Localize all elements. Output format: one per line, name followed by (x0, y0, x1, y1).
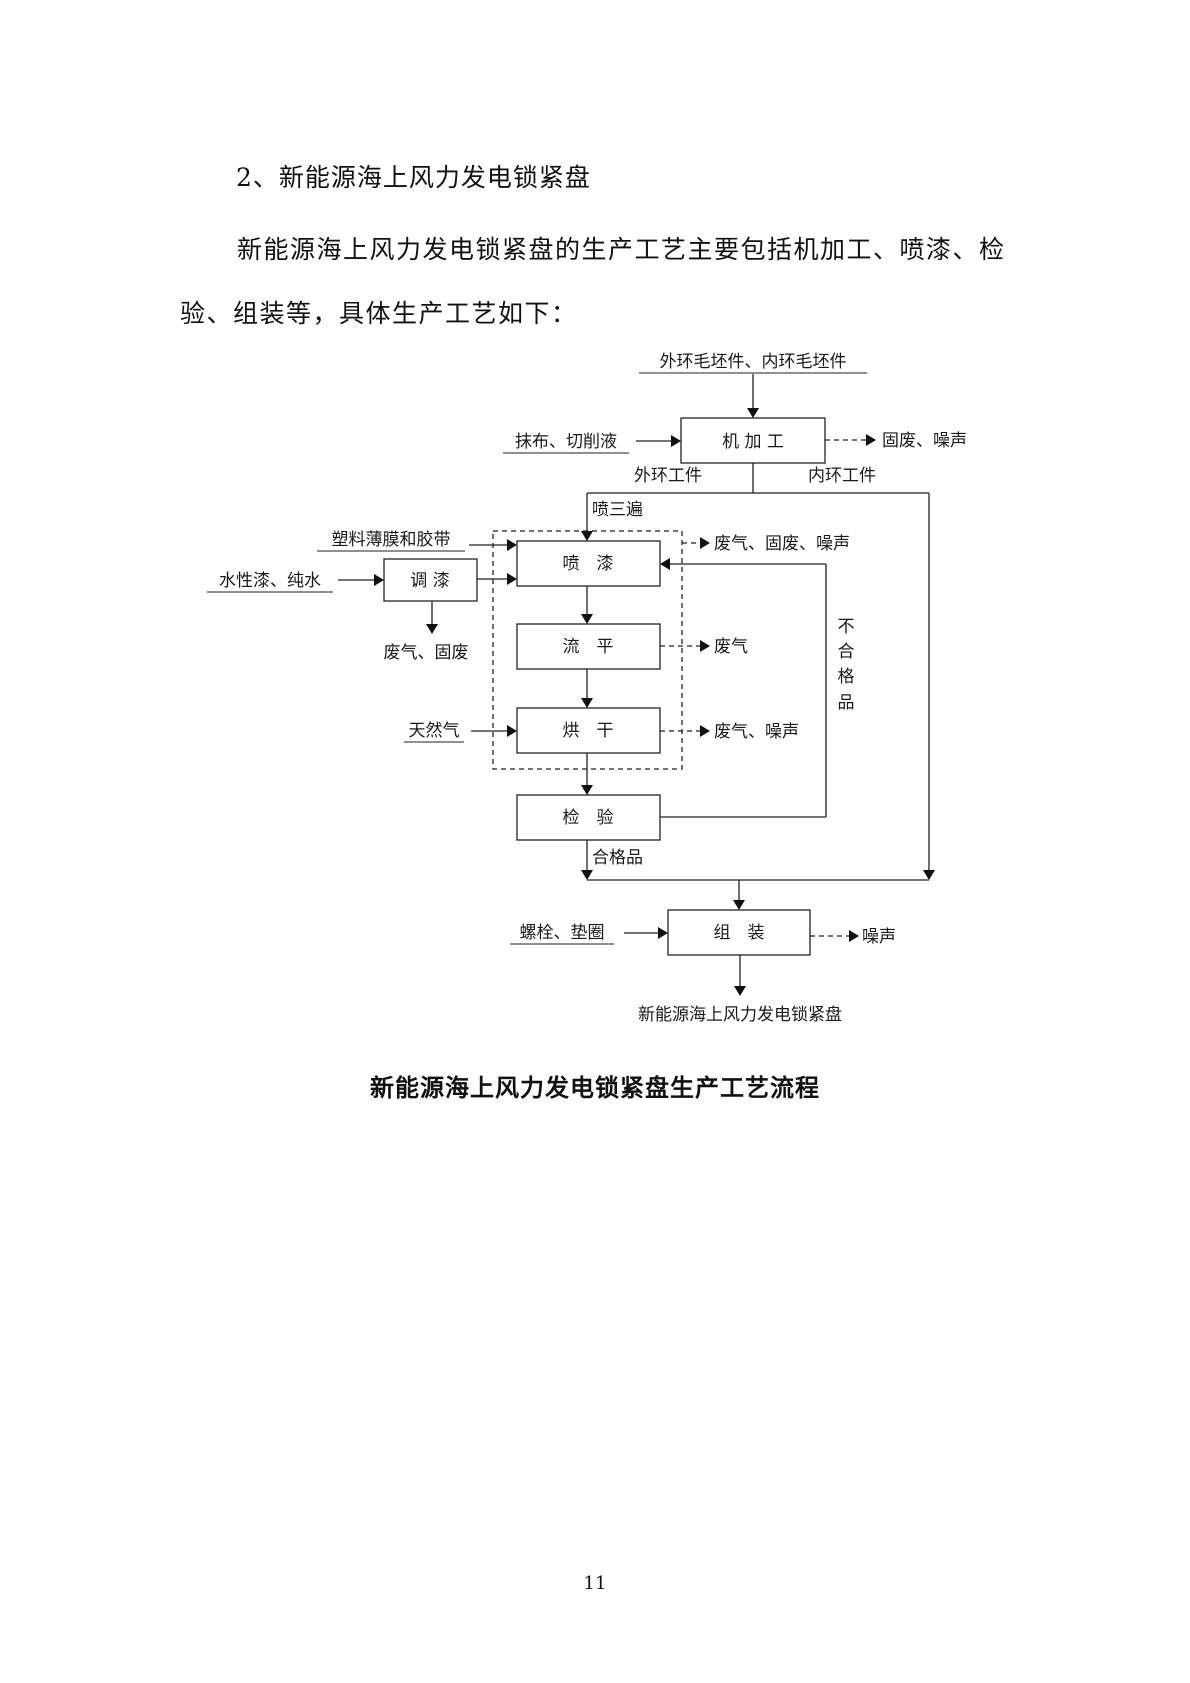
label-spray-thrice: 喷三遍 (592, 500, 643, 520)
label-machining: 机 加 工 (722, 432, 784, 452)
label-machining-input: 抹布、切削液 (515, 432, 617, 452)
label-machining-output: 固废、噪声 (882, 431, 967, 451)
label-reject-1: 不 (838, 617, 855, 637)
page-number: 11 (583, 1573, 607, 1594)
label-outer-ring: 外环工件 (634, 466, 702, 486)
label-spray-output: 废气、固废、噪声 (714, 534, 850, 554)
label-spray: 喷 漆 (563, 554, 614, 574)
label-mix-output: 废气、固废 (384, 643, 469, 663)
label-level: 流 平 (563, 637, 614, 657)
label-inner-ring: 内环工件 (808, 466, 876, 486)
intro-paragraph: 新能源海上风力发电锁紧盘的生产工艺主要包括机加工、喷漆、检验、组装等，具体生产工… (180, 235, 1006, 328)
process-flow-diagram: 外环毛坯件、内环毛坯件 机 加 工 抹布、切削液 固废、噪声 外环工件 内环工件… (207, 352, 967, 1025)
label-product: 新能源海上风力发电锁紧盘 (638, 1005, 842, 1025)
label-raw-material: 外环毛坯件、内环毛坯件 (660, 352, 847, 372)
section-heading: 2、新能源海上风力发电锁紧盘 (236, 163, 591, 192)
label-reject-2: 合 (838, 642, 855, 662)
label-reject-4: 品 (838, 693, 855, 713)
label-assembly-input: 螺栓、垫圈 (520, 923, 605, 943)
box-level (516, 623, 661, 670)
box-inspect (516, 794, 661, 841)
box-machining (680, 417, 826, 464)
label-mix: 调 漆 (410, 571, 449, 591)
label-reject-3: 格 (838, 667, 855, 687)
label-qualified: 合格品 (592, 848, 643, 868)
figure-caption: 新能源海上风力发电锁紧盘生产工艺流程 (370, 1073, 820, 1102)
box-assembly (667, 909, 811, 956)
label-assembly-output: 噪声 (862, 927, 896, 947)
box-dry (516, 707, 661, 754)
label-dry-output: 废气、噪声 (714, 722, 799, 742)
box-mix (383, 558, 478, 602)
box-spray (516, 540, 661, 587)
spray-group-box (492, 530, 683, 770)
label-assembly: 组 装 (714, 923, 765, 943)
label-dry: 烘 干 (563, 721, 614, 741)
label-dry-input: 天然气 (409, 721, 460, 741)
label-mix-input: 水性漆、纯水 (219, 571, 321, 591)
label-level-output: 废气 (714, 637, 748, 657)
label-inspect: 检 验 (563, 808, 614, 828)
label-spray-input: 塑料薄膜和胶带 (332, 530, 451, 550)
